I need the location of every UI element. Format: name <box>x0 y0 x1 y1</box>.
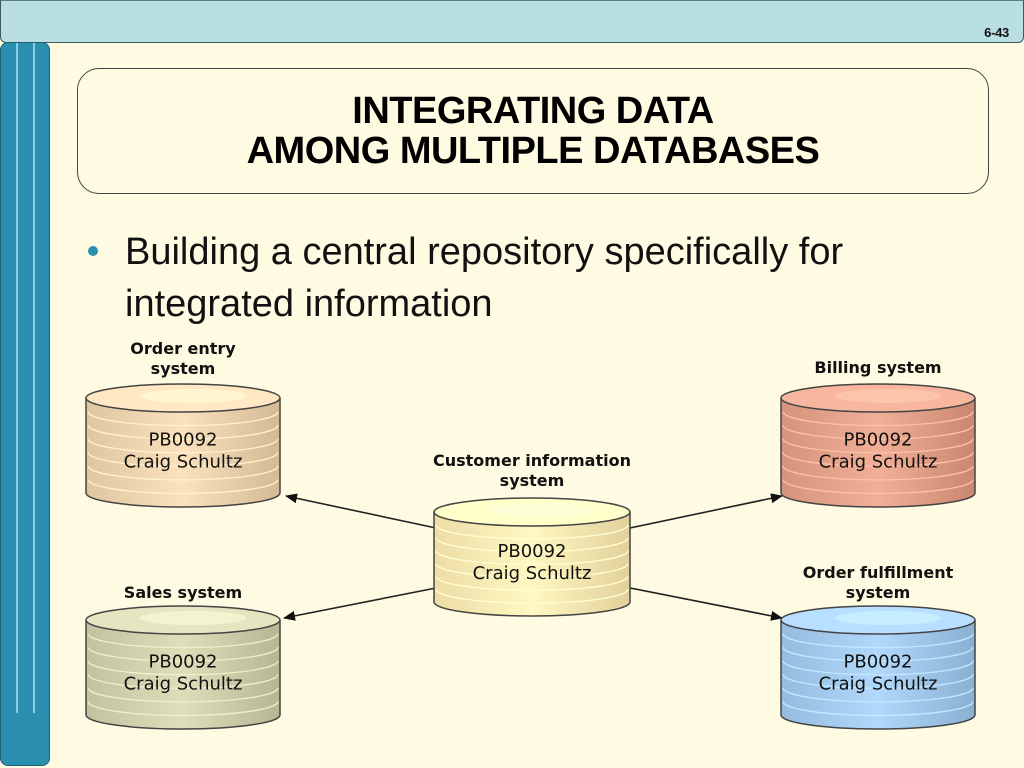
record-id: PB0092 <box>497 541 566 562</box>
cylinder-ring <box>87 479 279 495</box>
cylinder-highlight <box>488 503 596 517</box>
database-label: Sales system <box>124 583 242 602</box>
cylinder-ring <box>87 465 279 481</box>
header-bar: 6-43 <box>0 0 1024 43</box>
cylinder-highlight <box>139 389 247 403</box>
cylinder-ring <box>782 438 974 454</box>
record-name: Craig Schultz <box>124 452 243 473</box>
record-name: Craig Schultz <box>819 674 938 695</box>
cylinder-ring <box>435 524 629 540</box>
cylinder-highlight <box>834 611 942 625</box>
record-id: PB0092 <box>148 652 217 673</box>
cylinder-ring <box>87 647 279 662</box>
sidebar-decoration <box>0 42 50 766</box>
cylinder-ring <box>435 537 629 553</box>
cylinder-ring <box>87 687 279 703</box>
cylinder-ring <box>782 425 974 440</box>
cylinder-highlight <box>834 389 942 403</box>
cylinder-ring <box>782 633 974 649</box>
database-label: system <box>151 359 216 378</box>
record-id: PB0092 <box>843 652 912 673</box>
cylinder-ring <box>87 674 279 689</box>
arrow-to-billing <box>629 493 783 529</box>
record-name: Craig Schultz <box>124 674 243 695</box>
database-label: Customer information <box>433 451 631 470</box>
record-id: PB0092 <box>148 430 217 451</box>
record-name: Craig Schultz <box>473 563 592 584</box>
bullet-text: Building a central repository specifical… <box>125 231 844 325</box>
record-id: PB0092 <box>843 430 912 451</box>
cylinder-ring <box>87 660 279 676</box>
cylinder-ring <box>87 452 279 467</box>
title-line-1: INTEGRATING DATA <box>352 90 714 132</box>
bullet-dot-icon <box>88 246 98 256</box>
arrow-to-order-entry <box>285 493 437 529</box>
cylinder-ring <box>87 438 279 454</box>
cylinder-ring <box>782 465 974 481</box>
cylinder-ring <box>782 701 974 717</box>
title-line-2: AMONG MULTIPLE DATABASES <box>246 130 820 172</box>
arrow-to-order-fulfillment <box>629 587 783 621</box>
cylinder-ring <box>87 701 279 717</box>
database-label: Billing system <box>814 358 941 377</box>
cylinder-ring <box>782 660 974 676</box>
cylinder-ring <box>435 576 629 591</box>
slide-number: 6-43 <box>984 25 1009 40</box>
arrow-to-sales <box>283 587 437 621</box>
cylinder-ring <box>782 452 974 467</box>
cylinder-ring <box>435 550 629 566</box>
cylinder-ring <box>87 411 279 427</box>
cylinder-ring <box>782 687 974 703</box>
sidebar-stripe <box>16 43 18 713</box>
database-label: system <box>846 583 911 602</box>
database-label: Order entry <box>130 339 236 358</box>
cylinder-ring <box>87 425 279 440</box>
title-box: INTEGRATING DATA AMONG MULTIPLE DATABASE… <box>77 68 989 194</box>
cylinder-ring <box>782 479 974 495</box>
database-label: system <box>500 471 565 490</box>
cylinder-ring <box>87 633 279 649</box>
record-name: Craig Schultz <box>819 452 938 473</box>
cylinder-ring <box>782 674 974 689</box>
sidebar-stripe <box>33 43 35 713</box>
cylinder-highlight <box>139 611 247 625</box>
cylinder-ring <box>435 588 629 604</box>
cylinder-ring <box>782 647 974 662</box>
cylinder-ring <box>435 563 629 579</box>
cylinder-ring <box>782 411 974 427</box>
database-label: Order fulfillment <box>803 563 954 582</box>
